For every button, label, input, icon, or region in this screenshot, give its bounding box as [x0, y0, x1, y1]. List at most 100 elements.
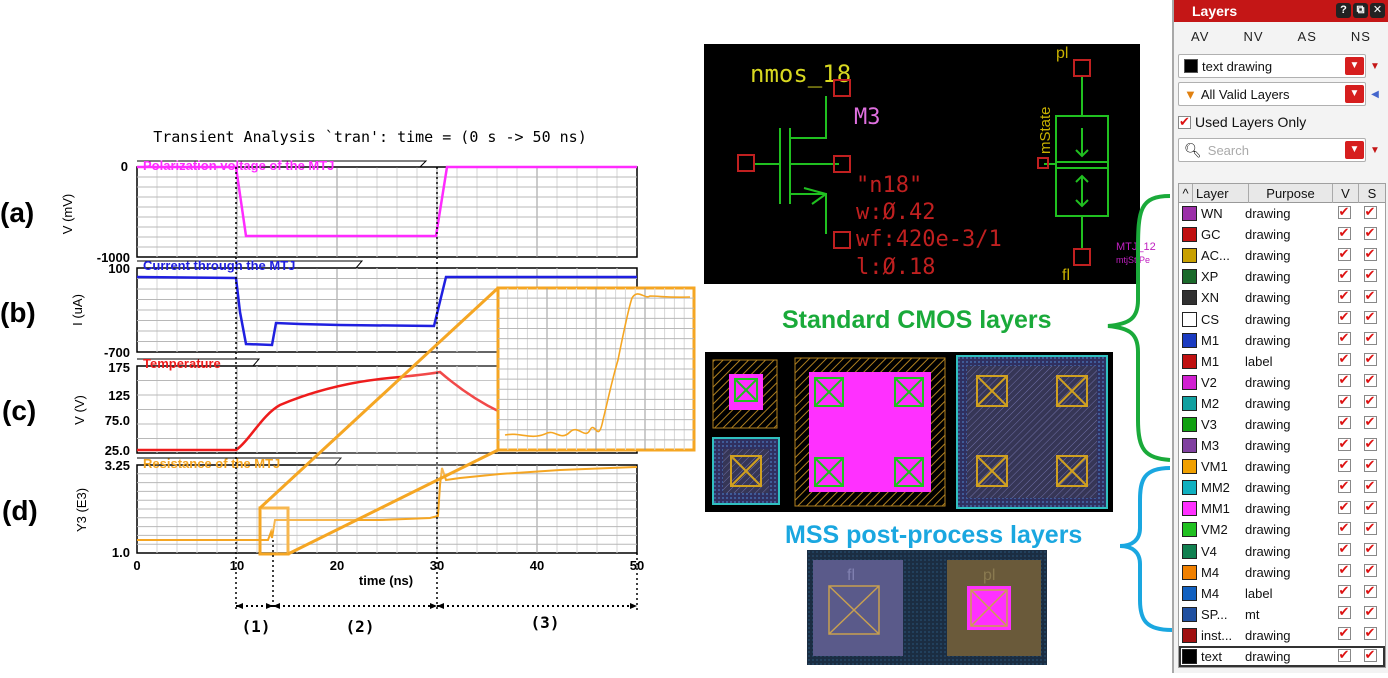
ytick-c-3: 25.0 [105, 443, 130, 458]
selectable-checkbox[interactable] [1363, 393, 1377, 409]
visible-checkbox[interactable] [1337, 309, 1351, 325]
filter-nav-icon[interactable]: ◀ [1371, 88, 1379, 100]
visible-checkbox[interactable] [1337, 372, 1351, 388]
current-layer-select[interactable]: text drawing ▼ [1178, 54, 1366, 78]
used-layers-checkbox[interactable] [1178, 114, 1191, 130]
visible-checkbox[interactable] [1337, 288, 1351, 304]
mss-pin-pl: pl [983, 567, 995, 584]
layer-swatch-icon [1182, 416, 1197, 432]
selectable-checkbox[interactable] [1363, 478, 1377, 494]
layer-name: VM1 [1201, 459, 1228, 475]
layer-name: inst... [1201, 627, 1233, 643]
selectable-checkbox[interactable] [1363, 288, 1377, 304]
layer-swatch-icon [1182, 374, 1197, 390]
tab-nv[interactable]: NV [1243, 28, 1264, 44]
selectable-checkbox[interactable] [1363, 436, 1377, 452]
selectable-checkbox[interactable] [1363, 267, 1377, 283]
chevron-down-icon[interactable]: ▼ [1345, 141, 1364, 159]
visible-checkbox[interactable] [1337, 267, 1351, 283]
visible-checkbox[interactable] [1337, 541, 1351, 557]
selectable-checkbox[interactable] [1363, 583, 1377, 599]
selectable-checkbox[interactable] [1363, 499, 1377, 515]
chevron-down-icon[interactable]: ▼ [1345, 85, 1364, 103]
visible-checkbox[interactable] [1337, 204, 1351, 220]
visible-checkbox[interactable] [1337, 393, 1351, 409]
visible-checkbox[interactable] [1337, 499, 1351, 515]
selectable-checkbox[interactable] [1363, 309, 1377, 325]
tab-ns[interactable]: NS [1350, 28, 1371, 44]
col-layer[interactable]: Layer [1193, 183, 1249, 203]
selectable-checkbox[interactable] [1363, 330, 1377, 346]
col-selectable[interactable]: S [1367, 185, 1377, 201]
layer-row[interactable]: SP...mt [1179, 604, 1385, 625]
chevron-down-icon[interactable]: ▼ [1345, 57, 1364, 75]
selectable-checkbox[interactable] [1363, 204, 1377, 220]
visible-checkbox[interactable] [1337, 625, 1351, 641]
instance-name: M3 [854, 105, 881, 130]
selectable-checkbox[interactable] [1363, 541, 1377, 557]
visible-checkbox[interactable] [1337, 330, 1351, 346]
close-button[interactable]: ✕ [1370, 3, 1385, 18]
selectable-checkbox[interactable] [1363, 562, 1377, 578]
menu-arrow-icon[interactable]: ▼ [1370, 60, 1380, 72]
undock-button[interactable]: ⧉ [1353, 3, 1368, 18]
layer-filter-select[interactable]: ▼ All Valid Layers ▼ [1178, 82, 1366, 106]
visible-checkbox[interactable] [1337, 604, 1351, 620]
sort-icon[interactable]: ^ [1179, 183, 1193, 203]
layer-row[interactable]: AC...drawing [1179, 245, 1385, 266]
trace-label-c: Temperature [143, 356, 221, 371]
selectable-checkbox[interactable] [1363, 647, 1377, 663]
trace-label-d: Resistance of the MTJ [143, 456, 280, 471]
selectable-checkbox[interactable] [1363, 351, 1377, 367]
selectable-checkbox[interactable] [1363, 457, 1377, 473]
selectable-checkbox[interactable] [1363, 246, 1377, 262]
tab-av[interactable]: AV [1191, 28, 1210, 44]
layer-purpose: drawing [1245, 543, 1291, 559]
selectable-checkbox[interactable] [1363, 225, 1377, 241]
layer-purpose: drawing [1245, 227, 1291, 243]
selectable-checkbox[interactable] [1363, 625, 1377, 641]
visible-checkbox[interactable] [1337, 562, 1351, 578]
tab-as[interactable]: AS [1297, 28, 1317, 44]
search-input[interactable]: 🔍︎ Search ▼ [1178, 138, 1366, 162]
selectable-checkbox[interactable] [1363, 414, 1377, 430]
col-visible[interactable]: V [1333, 183, 1359, 203]
visible-checkbox[interactable] [1337, 414, 1351, 430]
visible-checkbox[interactable] [1337, 246, 1351, 262]
visible-checkbox[interactable] [1337, 647, 1351, 663]
selectable-checkbox[interactable] [1363, 520, 1377, 536]
visible-checkbox[interactable] [1337, 583, 1351, 599]
selectable-checkbox[interactable] [1363, 604, 1377, 620]
visible-checkbox[interactable] [1337, 436, 1351, 452]
visible-checkbox[interactable] [1337, 457, 1351, 473]
visible-checkbox[interactable] [1337, 225, 1351, 241]
visible-checkbox[interactable] [1337, 351, 1351, 367]
layer-row[interactable]: inst...drawing [1179, 625, 1385, 646]
help-button[interactable]: ? [1336, 3, 1351, 18]
panel-a: Polarization voltage of the MTJ 0 -1000 … [0, 158, 638, 265]
selectable-checkbox[interactable] [1363, 372, 1377, 388]
visible-checkbox[interactable] [1337, 478, 1351, 494]
visible-checkbox[interactable] [1337, 520, 1351, 536]
col-purpose[interactable]: Purpose [1249, 183, 1333, 203]
menu-arrow-icon[interactable]: ▼ [1370, 144, 1380, 156]
